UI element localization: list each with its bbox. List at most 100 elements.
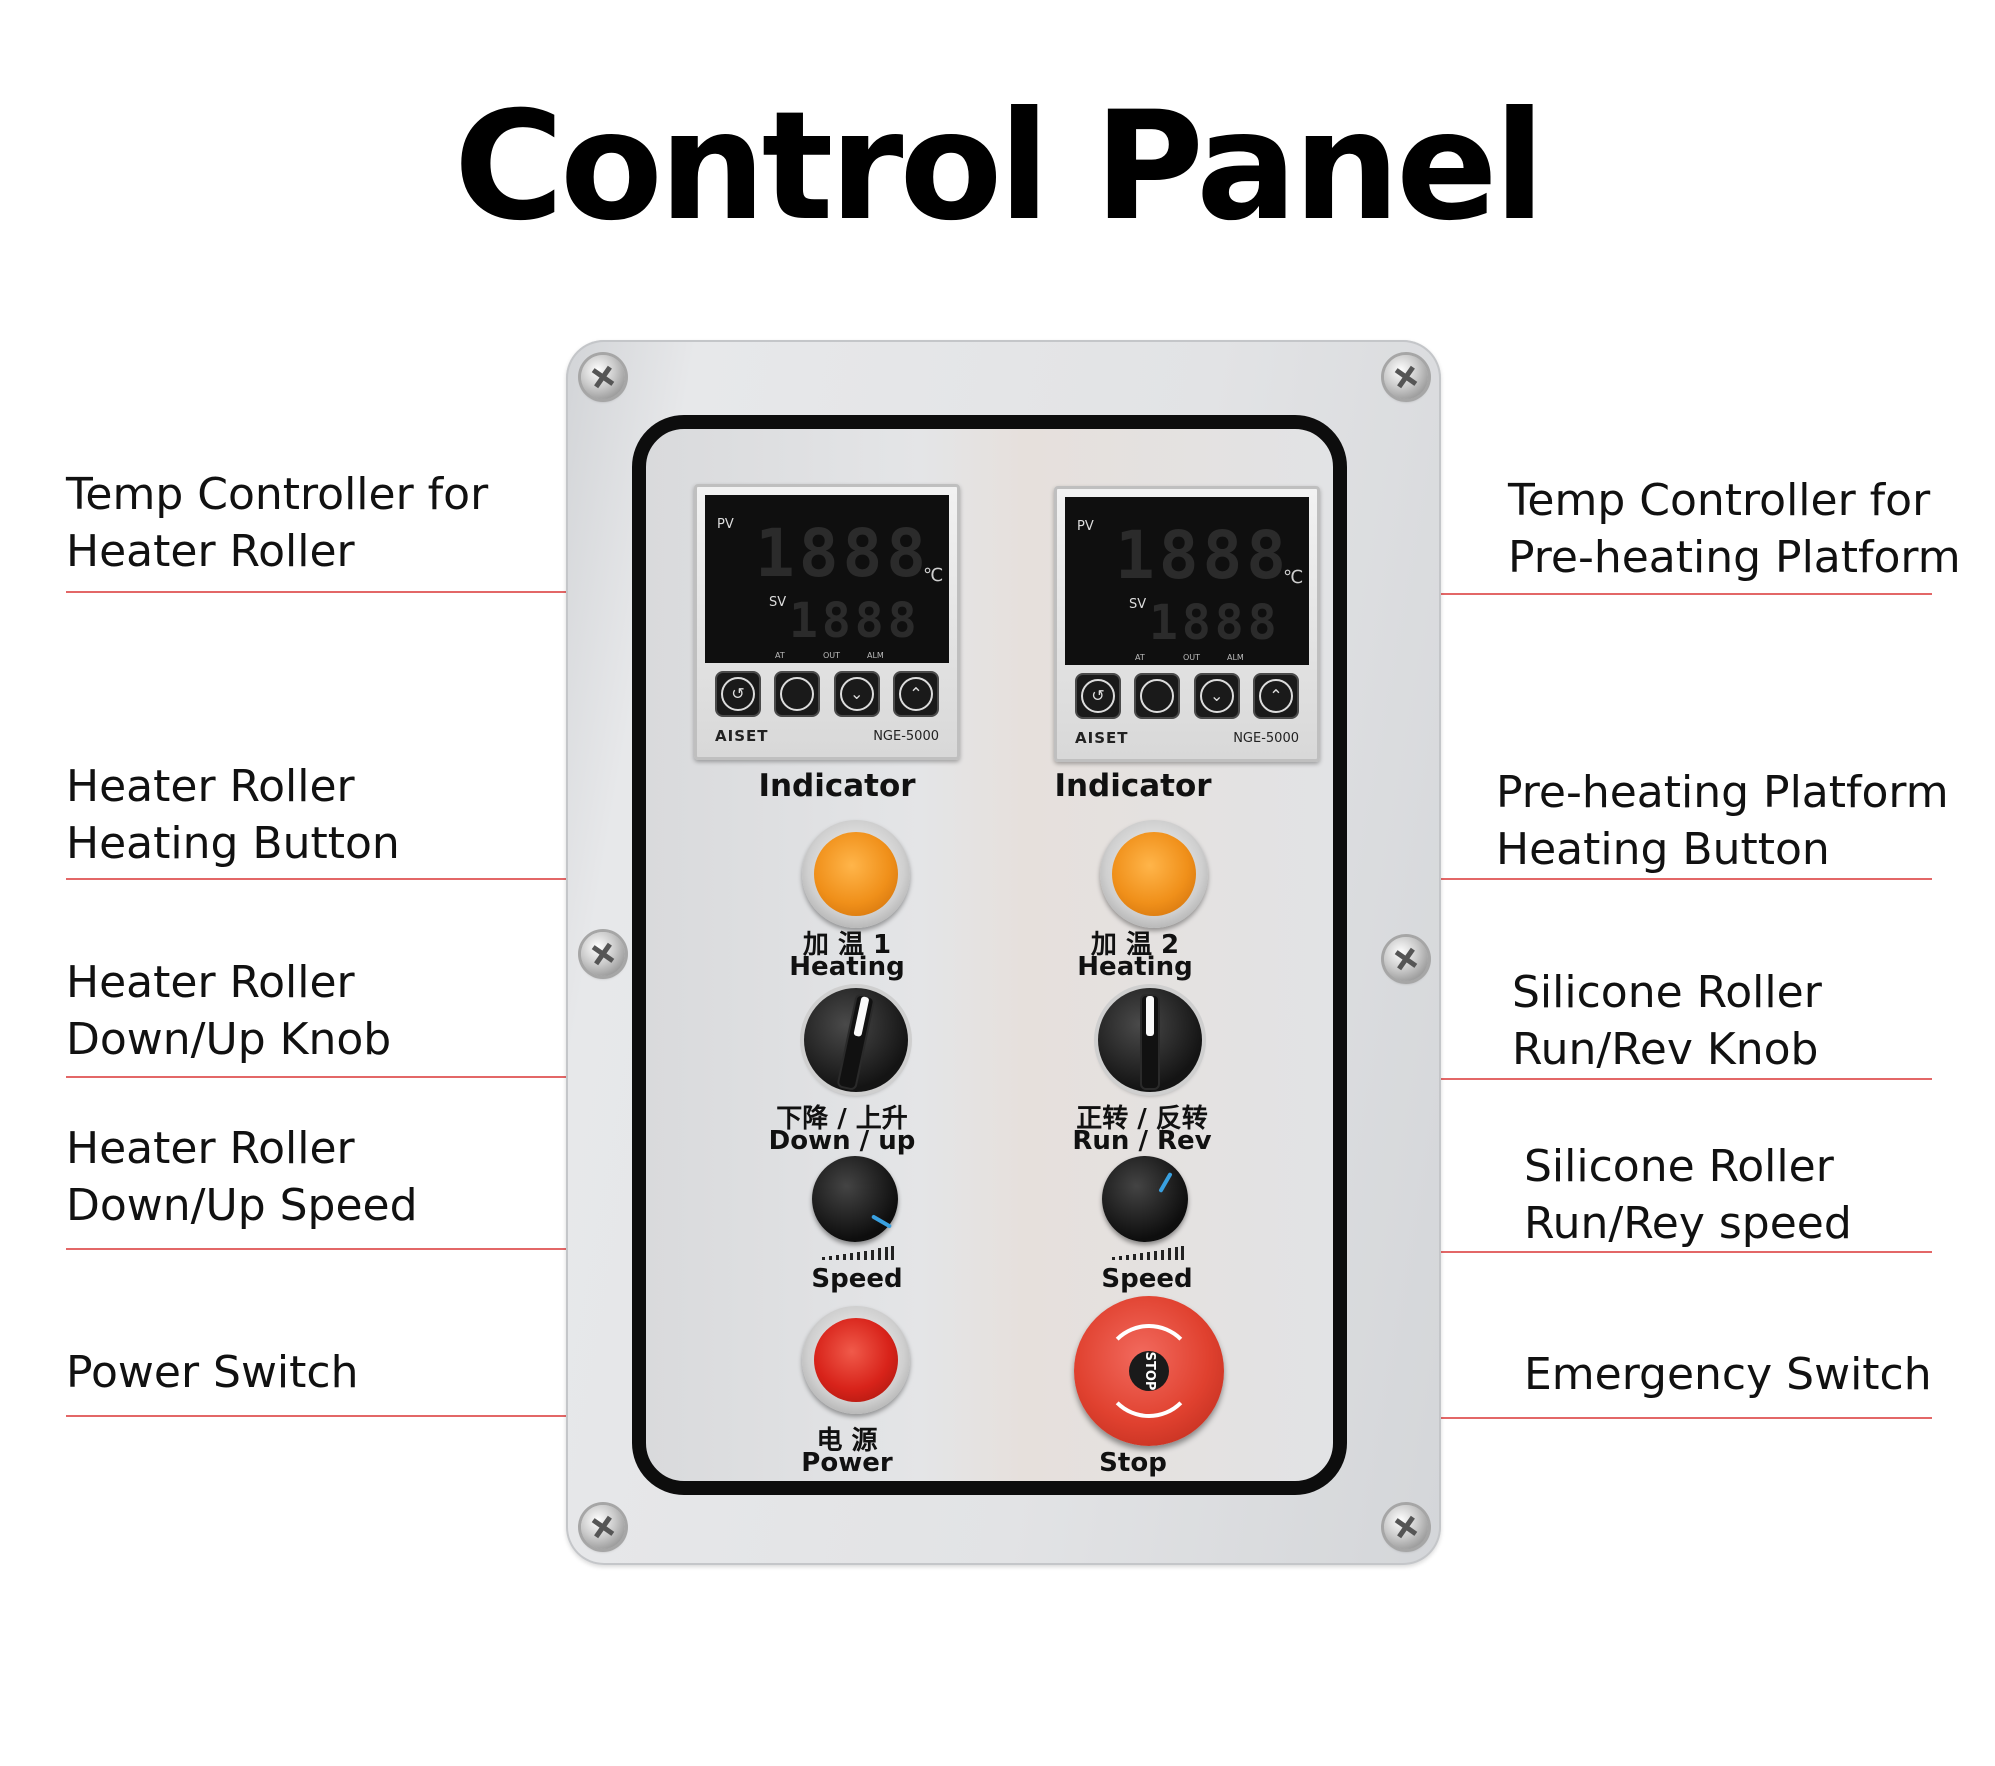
up-key[interactable]: ⌃ — [1252, 673, 1299, 719]
screw-icon — [581, 1505, 625, 1549]
leader-line — [66, 591, 772, 593]
run-rev-speed-dial[interactable] — [1102, 1156, 1188, 1242]
rotate-arrows-icon — [1102, 1324, 1196, 1418]
callout-emergency-switch: Emergency Switch — [1524, 1346, 1932, 1403]
callout-line: Silicone Roller — [1512, 967, 1822, 1018]
led-alm-label: ALM — [1227, 653, 1244, 662]
knob-handle — [836, 992, 876, 1092]
callout-line: Down/Up Speed — [66, 1180, 418, 1231]
leader-line — [1238, 1078, 1932, 1080]
heating-2-en-label: Heating — [1077, 952, 1193, 982]
unit-label: ℃ — [923, 565, 944, 586]
model-label: NGE-5000 — [1233, 731, 1299, 746]
heating-button-1[interactable] — [802, 820, 910, 928]
up-key[interactable]: ⌃ — [892, 671, 939, 717]
stop-cap-label: STOP — [1129, 1351, 1169, 1391]
callout-line: Pre-heating Platform — [1496, 767, 1949, 818]
heating-2-cn-label: 加 温 2 — [1090, 930, 1180, 960]
cycle-icon: ↺ — [721, 677, 755, 711]
down-key[interactable]: ⌄ — [1193, 673, 1240, 719]
set-key[interactable] — [1134, 673, 1181, 719]
callout-temp-controller-heater-roller: Temp Controller for Heater Roller — [66, 466, 488, 580]
run-rev-cn-label: 正转 / 反转 — [1076, 1104, 1208, 1134]
down-key[interactable]: ⌄ — [833, 671, 880, 717]
emergency-stop-button[interactable]: STOP — [1074, 1296, 1224, 1446]
red-lamp-icon — [814, 1318, 898, 1402]
knob-handle — [1140, 994, 1160, 1090]
set-key[interactable] — [774, 671, 821, 717]
callout-line: Heater Roller — [66, 761, 355, 812]
run-rev-knob[interactable] — [1098, 988, 1202, 1092]
dial-mark — [871, 1214, 893, 1229]
leader-line — [66, 1415, 772, 1417]
heating-button-2[interactable] — [1100, 820, 1208, 928]
dial-mark — [1158, 1171, 1173, 1193]
circle-icon — [780, 677, 815, 711]
callout-heater-roller-down-up-speed: Heater Roller Down/Up Speed — [66, 1120, 418, 1234]
screw-icon — [581, 932, 625, 976]
chevron-down-icon: ⌄ — [839, 677, 874, 711]
indicator-label: Indicator — [1054, 768, 1212, 804]
orange-lamp-icon — [1112, 832, 1196, 916]
callout-line: Pre-heating Platform — [1508, 532, 1961, 583]
lcd-display: PV 1888 ℃ SV 1888 AT OUT ALM — [705, 495, 949, 663]
callout-line: Heater Roller — [66, 526, 355, 577]
leader-line — [1238, 1417, 1932, 1419]
callout-temp-controller-preheating-platform: Temp Controller for Pre-heating Platform — [1508, 472, 1961, 586]
led-out-label: OUT — [1183, 653, 1201, 662]
down-up-speed-dial[interactable] — [812, 1156, 898, 1242]
leader-line — [1238, 1251, 1932, 1253]
pv-label: PV — [717, 517, 734, 532]
callout-power-switch: Power Switch — [66, 1344, 359, 1401]
sv-digits: 1888 — [789, 593, 921, 649]
cycle-key[interactable]: ↺ — [1075, 673, 1121, 719]
speed-scale — [1112, 1246, 1184, 1260]
pv-digits: 1888 — [1115, 517, 1290, 594]
leader-line — [66, 878, 772, 880]
lcd-display: PV 1888 ℃ SV 1888 AT OUT ALM — [1065, 497, 1309, 665]
callout-line: Heater Roller — [66, 957, 355, 1008]
chevron-up-icon: ⌃ — [1258, 679, 1293, 713]
led-out-label: OUT — [823, 651, 841, 660]
callout-line: Heater Roller — [66, 1123, 355, 1174]
led-at-label: AT — [775, 651, 785, 660]
heating-1-cn-label: 加 温 1 — [802, 930, 892, 960]
callout-line: Run/Rey speed — [1524, 1198, 1852, 1249]
led-at-label: AT — [1135, 653, 1145, 662]
cycle-icon: ↺ — [1081, 679, 1115, 713]
page-title: Control Panel — [453, 80, 1545, 254]
power-switch[interactable] — [802, 1306, 910, 1414]
control-panel-plate: PV 1888 ℃ SV 1888 AT OUT ALM ↺ ⌄ ⌃ AISET… — [566, 340, 1441, 1565]
indicator-label: Indicator — [758, 768, 916, 804]
run-rev-en-label: Run / Rev — [1072, 1126, 1212, 1156]
callout-heater-roller-heating-button: Heater Roller Heating Button — [66, 758, 400, 872]
speed-label: Speed — [811, 1264, 903, 1294]
cycle-key[interactable]: ↺ — [715, 671, 761, 717]
leader-line — [1238, 593, 1932, 595]
led-alm-label: ALM — [867, 651, 884, 660]
circle-icon — [1140, 679, 1175, 713]
screw-icon — [581, 355, 625, 399]
heating-1-en-label: Heating — [789, 952, 905, 982]
leader-line — [1238, 878, 1932, 880]
callout-line: Silicone Roller — [1524, 1141, 1834, 1192]
power-en-label: Power — [801, 1448, 893, 1478]
sv-label: SV — [1129, 597, 1147, 612]
stop-en-label: Stop — [1099, 1448, 1167, 1478]
model-label: NGE-5000 — [873, 729, 939, 744]
screw-icon — [1384, 355, 1428, 399]
callout-line: Emergency Switch — [1524, 1349, 1932, 1400]
down-up-knob[interactable] — [804, 988, 908, 1092]
callout-heater-roller-down-up-knob: Heater Roller Down/Up Knob — [66, 954, 391, 1068]
callout-line: Run/Rev Knob — [1512, 1024, 1819, 1075]
leader-line — [66, 1076, 772, 1078]
callout-silicone-roller-run-rev-knob: Silicone Roller Run/Rev Knob — [1512, 964, 1822, 1078]
brand-label: AISET — [715, 727, 769, 745]
speed-scale — [822, 1246, 894, 1260]
callout-preheating-platform-heating-button: Pre-heating Platform Heating Button — [1496, 764, 1949, 878]
sv-label: SV — [769, 595, 787, 610]
callout-line: Temp Controller for — [1508, 475, 1931, 526]
pv-digits: 1888 — [755, 515, 930, 592]
leader-line — [66, 1248, 772, 1250]
screw-icon — [1384, 937, 1428, 981]
